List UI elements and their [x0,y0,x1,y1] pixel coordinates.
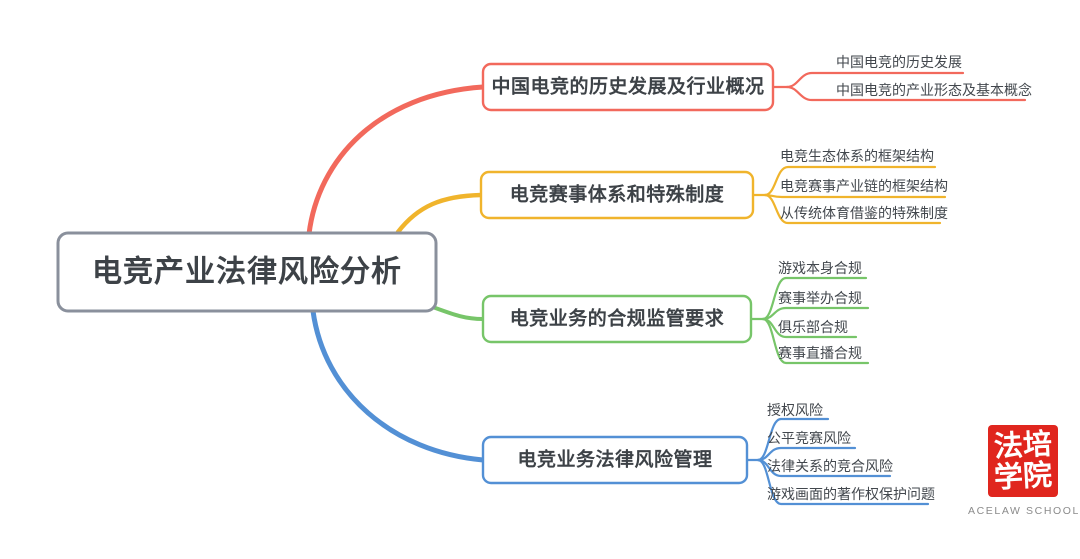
child-underline [763,165,937,197]
central-topic-label: 电竞产业法律风险分析 [92,255,402,289]
branch-node-risk[interactable]: 电竞业务法律风险管理 [481,435,749,485]
branch-curve-history [306,84,486,237]
branch-curve-risk [310,308,486,463]
child-topic-label[interactable]: 电竞赛事产业链的框架结构 [780,178,948,194]
branch-box[interactable] [479,170,755,220]
branch-box[interactable] [481,62,775,112]
branch-label: 电竞业务法律风险管理 [517,448,712,471]
child-topic-label[interactable]: 中国电竞的产业形态及基本概念 [836,82,1032,98]
child-topic-label[interactable]: 俱乐部合规 [778,319,848,335]
child-underline [763,193,942,225]
branch-box[interactable] [481,435,749,485]
branch-node-compliance[interactable]: 电竞业务的合规监管要求 [481,294,753,344]
branch-label: 中国电竞的历史发展及行业概况 [491,75,764,98]
child-topic-label[interactable]: 中国电竞的历史发展 [836,54,962,70]
logo-seal-box [988,425,1058,497]
branch-node-system[interactable]: 电竞赛事体系和特殊制度 [479,170,755,220]
central-topic-node[interactable]: 电竞产业法律风险分析 [56,231,438,313]
child-topic-label[interactable]: 赛事直播合规 [778,345,862,361]
logo-text-line2: 学院 [993,458,1053,495]
branch-curve-compliance [428,304,485,321]
logo-subtitle: ACELAW SCHOOL [968,505,1080,517]
branch-label: 电竞业务的合规监管要求 [510,307,725,330]
central-topic-box[interactable] [56,231,438,313]
child-topic-label[interactable]: 从传统体育借鉴的特殊制度 [780,205,948,221]
child-topic-label[interactable]: 游戏本身合规 [778,260,862,276]
child-underline [763,193,947,199]
child-underline [761,306,870,321]
child-topic-label[interactable]: 电竞生态体系的框架结构 [780,148,934,164]
logo-text-line1: 法培 [993,427,1053,464]
child-underline [761,317,870,365]
branch-label: 电竞赛事体系和特殊制度 [510,183,725,206]
branch-box[interactable] [481,294,753,344]
child-underline [756,458,930,506]
child-topic-label[interactable]: 公平竞赛风险 [767,430,851,446]
child-topic-label[interactable]: 法律关系的竞合风险 [767,458,893,474]
branch-node-history[interactable]: 中国电竞的历史发展及行业概况 [481,62,775,112]
acelaw-logo: 法培 学院 ACELAW SCHOOL [968,425,1080,517]
branch-curve-system [395,192,484,235]
child-underline [785,85,1027,102]
child-topic-label[interactable]: 游戏画面的著作权保护问题 [767,486,935,502]
child-topic-label[interactable]: 授权风险 [767,402,823,418]
child-topic-label[interactable]: 赛事举办合规 [778,290,862,306]
